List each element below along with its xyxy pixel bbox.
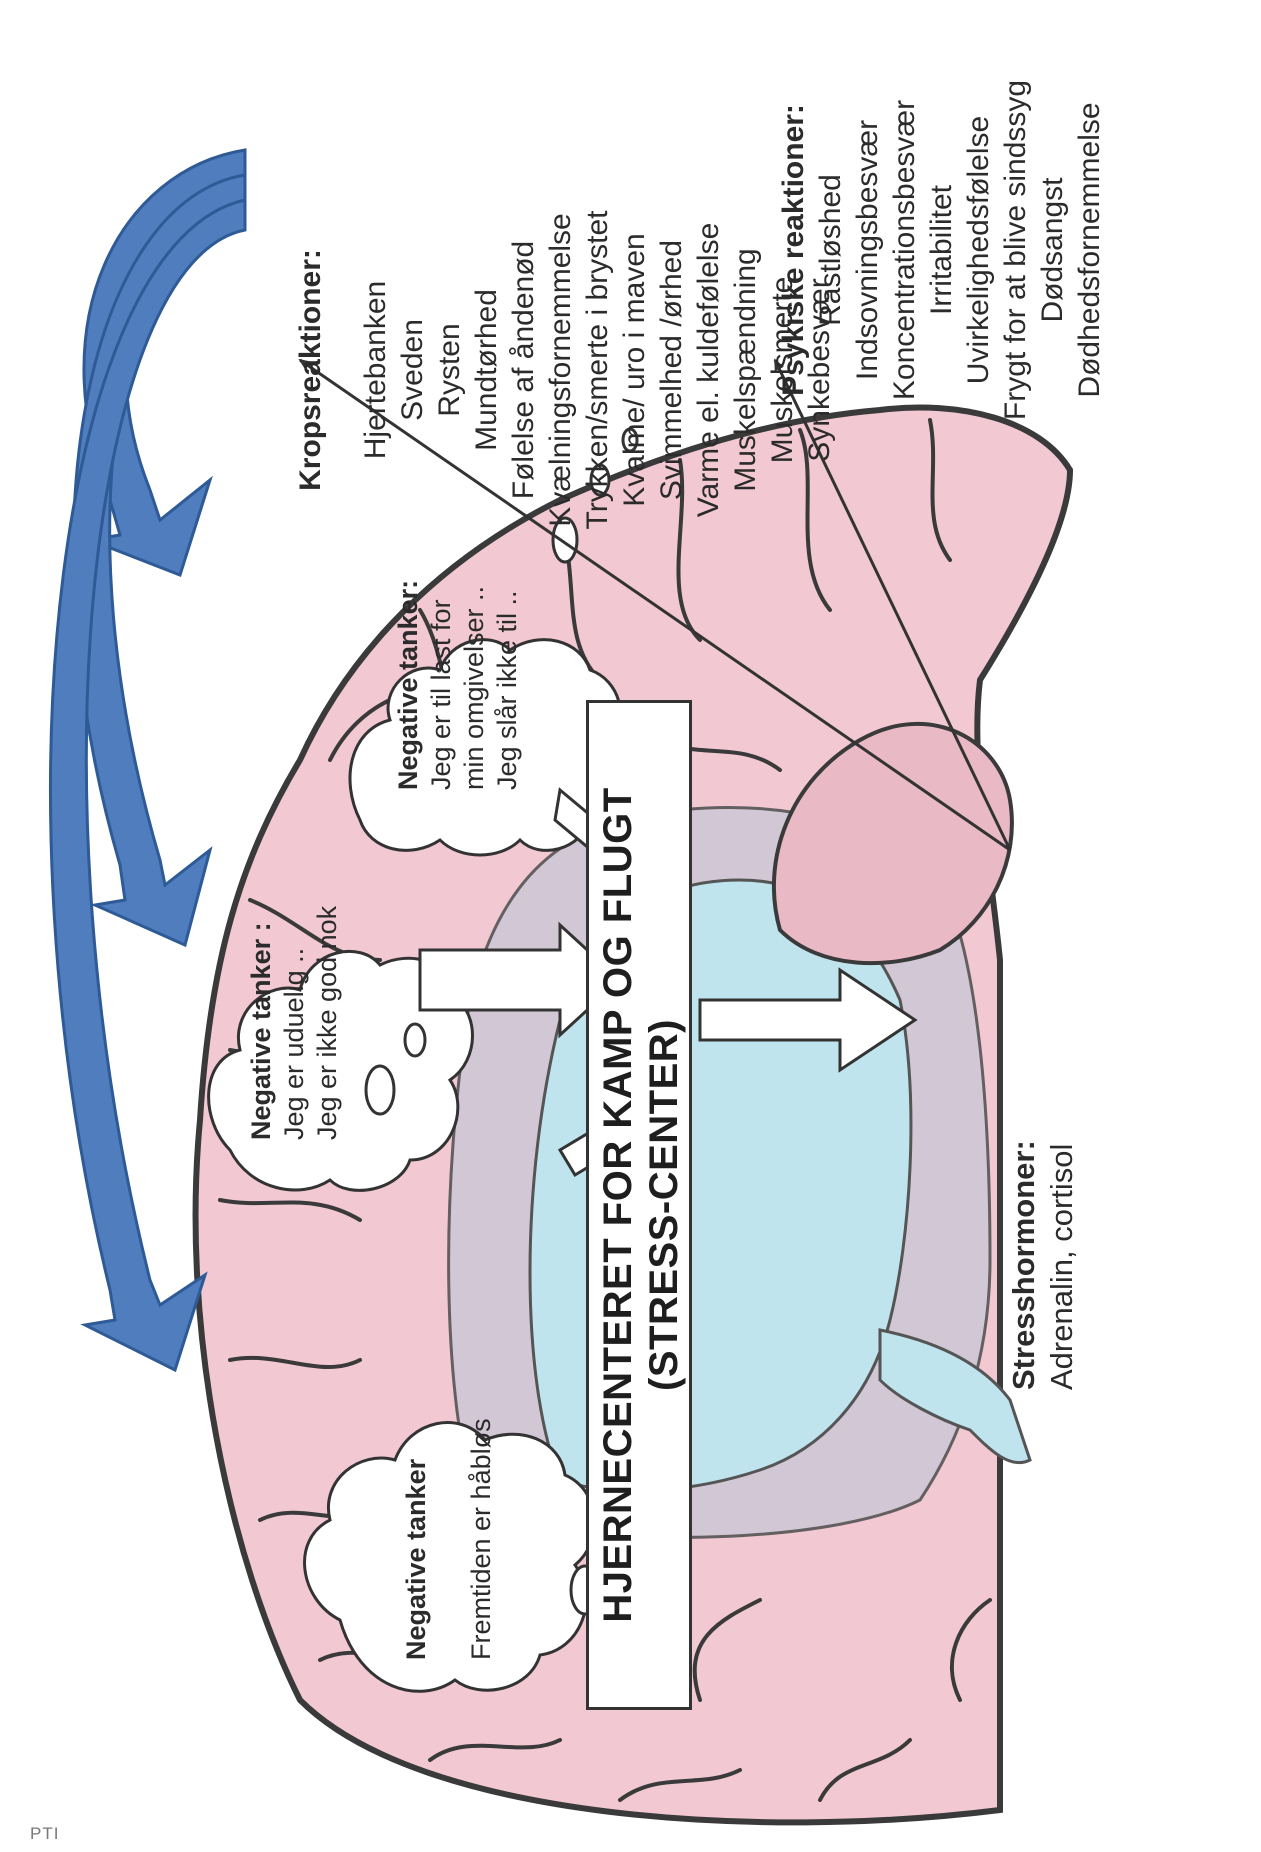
list-item: Muskelspændning <box>727 90 764 650</box>
psychic-reactions-title: Psykiske reaktioner: <box>775 0 812 500</box>
list-item: Koncentrationsbesvær <box>886 0 923 500</box>
psychic-reactions-list: Psykiske reaktioner: Rastløshed Indsovni… <box>775 0 1108 500</box>
list-item: Rastløshed <box>812 0 849 500</box>
thought-line: Jeg er ikke god nok <box>311 906 344 1140</box>
thought-line: Jeg slår ikke til .. <box>491 580 524 790</box>
list-item: Kvalme/ uro i maven <box>616 90 653 650</box>
list-item: Dødsangst <box>1034 0 1071 500</box>
body-reactions-title: Kropsreaktioner: <box>292 90 329 650</box>
thought-title: Negative tanker <box>400 1418 433 1660</box>
stress-hormones: Stresshormoner: Adrenalin, cortisol <box>1005 1140 1081 1390</box>
list-item: Følelse af åndenød <box>505 90 542 650</box>
stress-hormones-title: Stresshormoner: <box>1006 1140 1041 1390</box>
thought-text-bottom: Negative tanker Fremtiden er håbløs <box>400 1418 498 1660</box>
stress-hormones-text: Adrenalin, cortisol <box>1044 1144 1079 1390</box>
list-item: Irritabilitet <box>923 0 960 500</box>
thought-title: Negative tanker : <box>245 906 278 1140</box>
list-item: Uvirkelighedsfølelse <box>960 0 997 500</box>
list-item: Mundtørhed <box>468 90 505 650</box>
list-item: Sveden <box>394 90 431 650</box>
thought-line: min omgivelser .. <box>458 580 491 790</box>
list-item: Dødhedsfornemmelse <box>1071 0 1108 500</box>
body-reactions-list: Kropsreaktioner: Hjertebanken Sveden Rys… <box>292 90 838 650</box>
thought-line: Jeg er uduelig .. <box>278 906 311 1140</box>
thought-text-top: Negative tanker: Jeg er til last for min… <box>392 580 524 790</box>
list-item: Svimmelhed /ørhed <box>653 90 690 650</box>
thought-line: Jeg er til last for <box>425 580 458 790</box>
list-item: Kvælningsfornemmelse <box>542 90 579 650</box>
center-subtitle: (STRESS-CENTER) <box>641 703 687 1707</box>
thought-text-middle: Negative tanker : Jeg er uduelig .. Jeg … <box>245 906 344 1140</box>
center-title: HJERNECENTERET FOR KAMP OG FLUGT <box>595 703 641 1707</box>
list-item: Hjertebanken <box>357 90 394 650</box>
thought-line: Fremtiden er håbløs <box>465 1418 498 1660</box>
list-item: Indsovningsbesvær <box>849 0 886 500</box>
footer-mark: PTI <box>30 1824 59 1844</box>
thought-title: Negative tanker: <box>392 580 425 790</box>
list-item: Varme el. kuldefølelse <box>690 90 727 650</box>
list-item: Frygt for at blive sindssyg <box>997 0 1034 500</box>
list-item: Trykken/smerte i brystet <box>579 90 616 650</box>
stress-center-box: HJERNECENTERET FOR KAMP OG FLUGT (STRESS… <box>586 700 692 1710</box>
list-item: Rysten <box>431 90 468 650</box>
